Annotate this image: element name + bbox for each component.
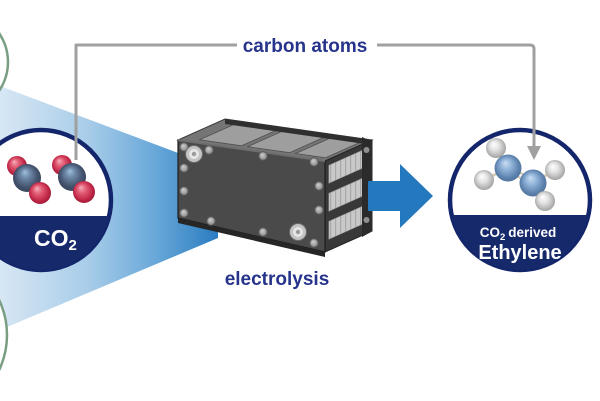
port-fitting	[289, 223, 307, 241]
ethylene-label: Ethylene	[478, 242, 561, 264]
oxygen-atom	[73, 181, 95, 203]
co2-molecule	[7, 156, 51, 204]
arrow-down-icon	[527, 146, 541, 160]
carbon-line-left	[74, 43, 237, 160]
corner-post	[362, 137, 371, 237]
carbon-atoms-label: carbon atoms	[243, 36, 368, 57]
carbon-atom	[494, 154, 522, 182]
hydrogen-atom	[486, 138, 506, 158]
co2-molecule	[52, 155, 95, 203]
bolt-icons	[179, 142, 324, 248]
co2-input-node: CO2	[0, 127, 114, 273]
carbon-tracking-line	[74, 43, 536, 160]
carbon-line-right	[377, 43, 536, 147]
hydrogen-atom	[535, 191, 555, 211]
port-fitting	[185, 145, 203, 163]
electrolyzer-back-lip	[225, 119, 372, 145]
electrolyzer-stack	[176, 118, 374, 257]
ethylene-molecule	[474, 138, 565, 211]
electrolysis-label: electrolysis	[225, 269, 330, 290]
partial-circle-bottom	[0, 298, 9, 372]
hydrogen-atom	[545, 160, 565, 180]
oxygen-atom	[29, 182, 51, 204]
co2-label: CO2	[34, 225, 77, 254]
hydrogen-atom	[474, 170, 494, 190]
partial-circle-top	[0, 32, 10, 92]
carbon-atom	[519, 169, 547, 197]
flow-arrow-icon	[368, 164, 433, 228]
